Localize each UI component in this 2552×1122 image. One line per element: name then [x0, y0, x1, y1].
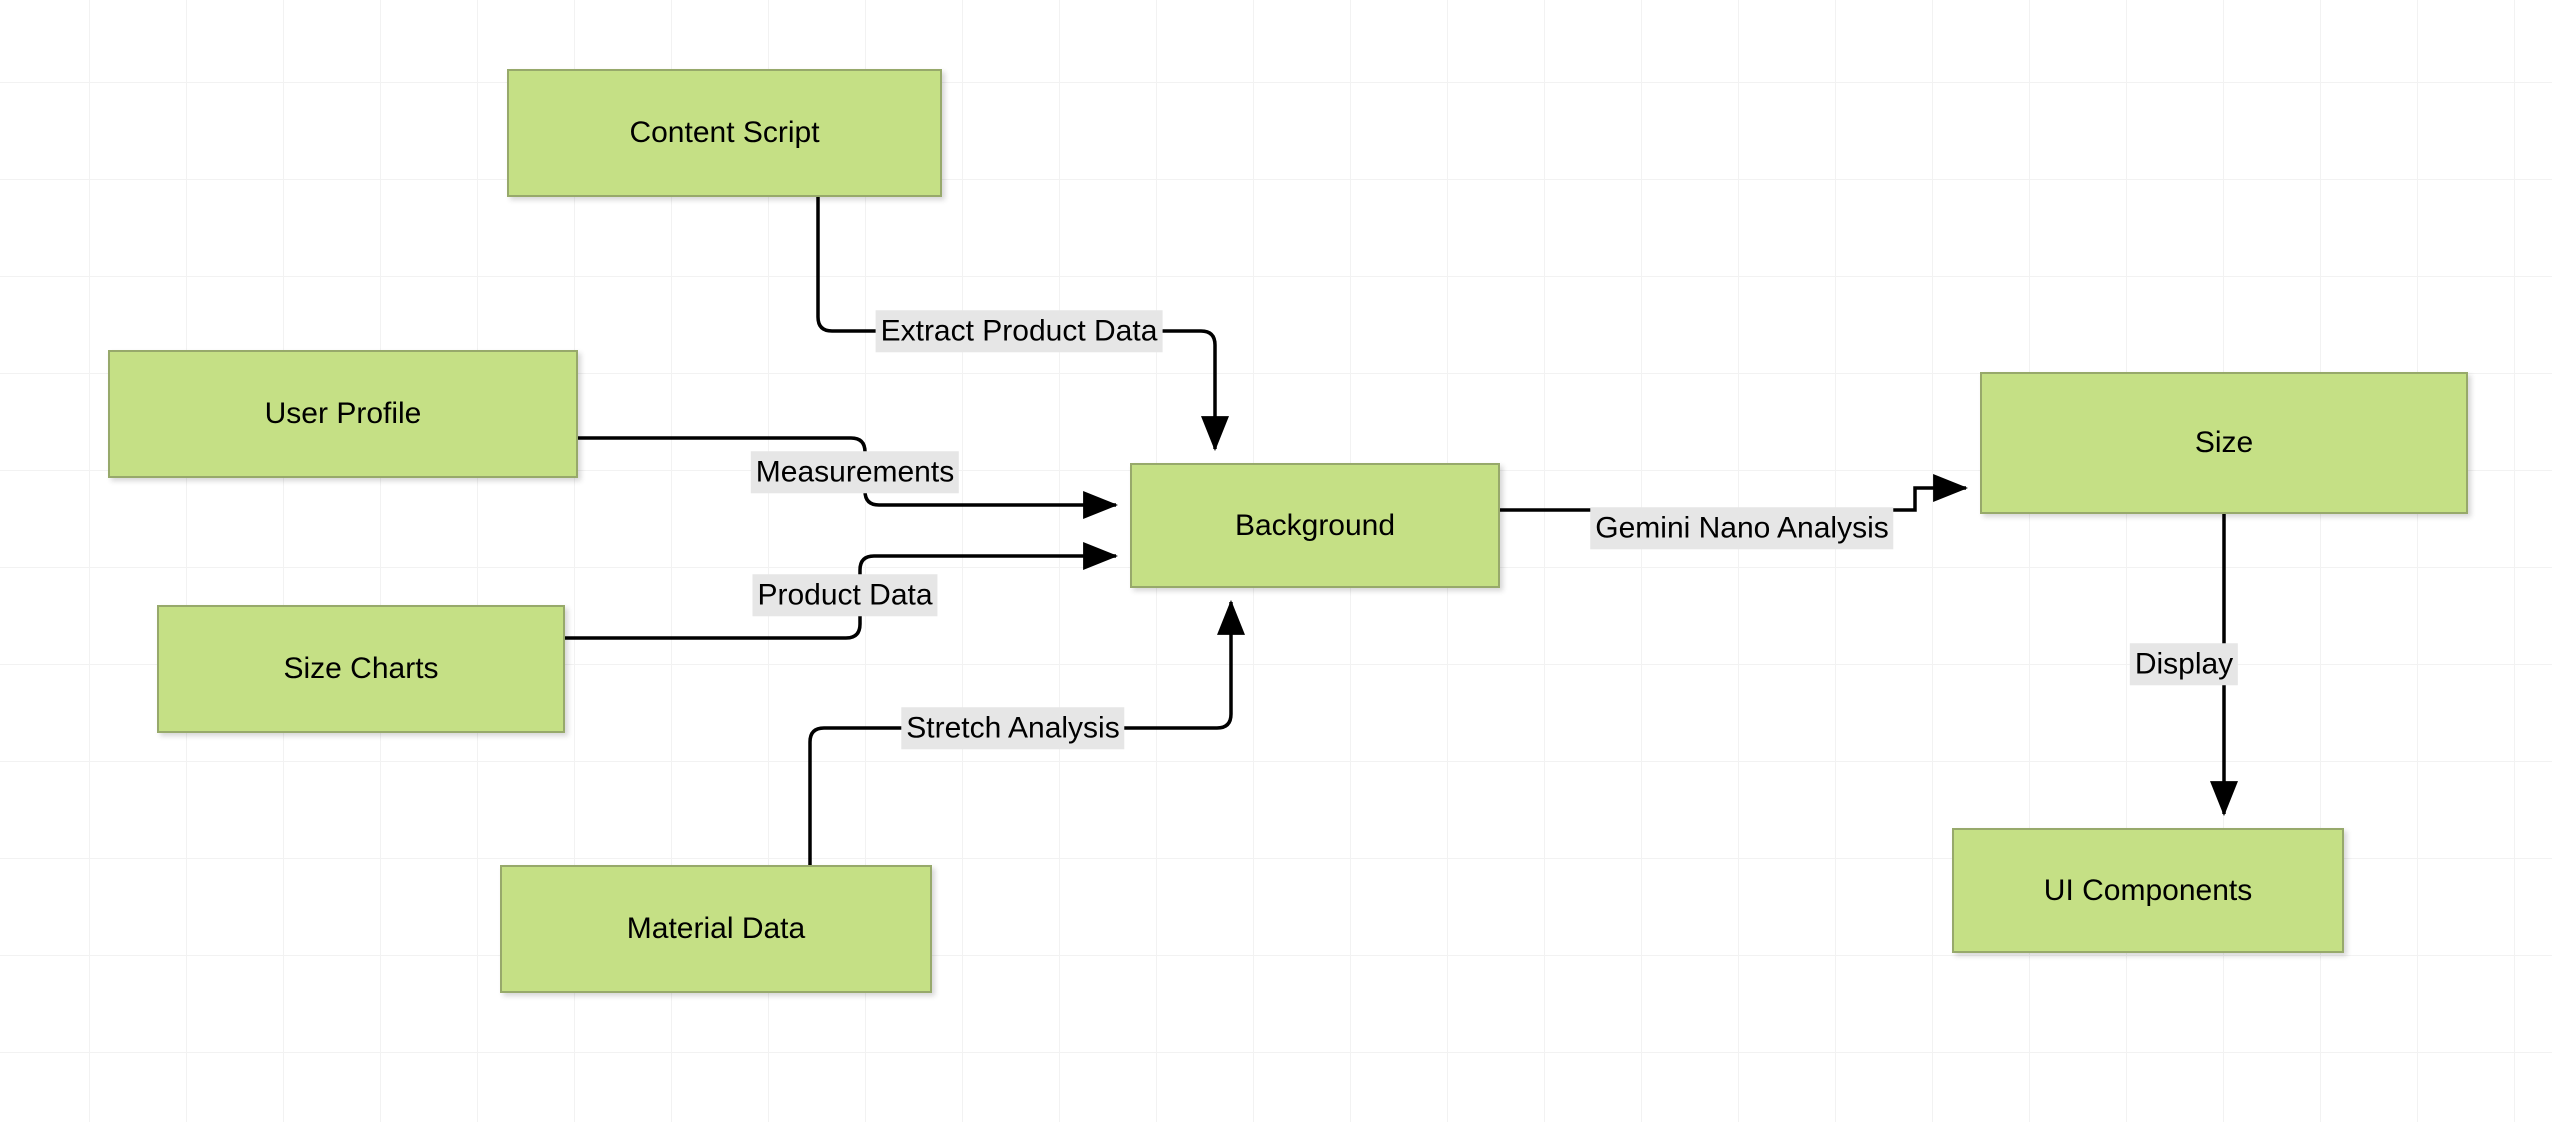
node-material-data[interactable]: Material Data — [500, 865, 932, 993]
node-background[interactable]: Background — [1130, 463, 1500, 588]
node-label: Material Data — [626, 912, 806, 945]
node-size-charts[interactable]: Size Charts — [157, 605, 565, 733]
node-ui-components[interactable]: UI Components — [1952, 828, 2344, 953]
edge-label-stretch-analysis: Stretch Analysis — [901, 707, 1125, 749]
edge-label-product-data: Product Data — [752, 574, 938, 616]
node-label: Content Script — [629, 116, 820, 149]
node-user-profile[interactable]: User Profile — [108, 350, 578, 478]
node-label: Size Charts — [283, 652, 439, 685]
edge-label-gemini-nano-analysis: Gemini Nano Analysis — [1590, 507, 1894, 549]
node-size[interactable]: Size — [1980, 372, 2468, 514]
node-label: User Profile — [264, 397, 422, 430]
node-content-script[interactable]: Content Script — [507, 69, 942, 197]
node-label: Background — [1234, 508, 1396, 542]
edge-label-extract-product-data: Extract Product Data — [875, 310, 1163, 352]
node-label: Size — [2194, 426, 2254, 459]
edge-label-display: Display — [2129, 643, 2239, 685]
edge-label-measurements: Measurements — [750, 451, 960, 493]
node-label: UI Components — [2043, 873, 2253, 907]
